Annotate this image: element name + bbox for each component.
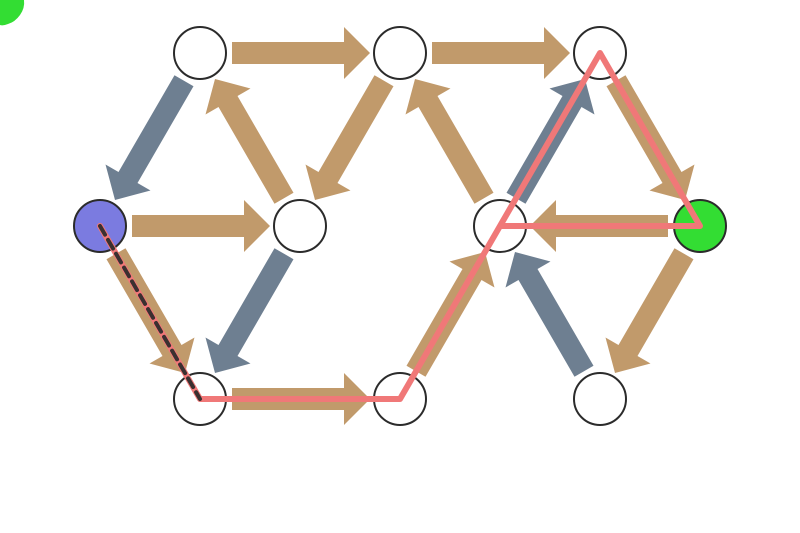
arrow-slate-n0-n3: [105, 75, 194, 200]
arrow-slate-n4-n7: [205, 248, 294, 373]
nodes-layer: [73, 26, 727, 426]
arrow-tan-n1-n4: [305, 75, 394, 200]
arrow-tan-n5-n1: [405, 79, 494, 204]
graph-node[interactable]: [373, 26, 427, 80]
graph-node[interactable]: [573, 372, 627, 426]
graph-node[interactable]: [273, 199, 327, 253]
dashed-path-line: [98, 224, 202, 401]
graph-node[interactable]: [173, 26, 227, 80]
arrow-slate-n9-n5: [505, 252, 594, 377]
arrow-tan-n6-n9: [605, 248, 694, 373]
arrow-tan-n3-n4: [132, 200, 270, 252]
green-blob-icon: [0, 0, 25, 26]
arrow-tan-n0-n1: [232, 27, 370, 79]
arrow-tan-n1-n2: [432, 27, 570, 79]
arrow-tan-n4-n0: [205, 79, 294, 204]
